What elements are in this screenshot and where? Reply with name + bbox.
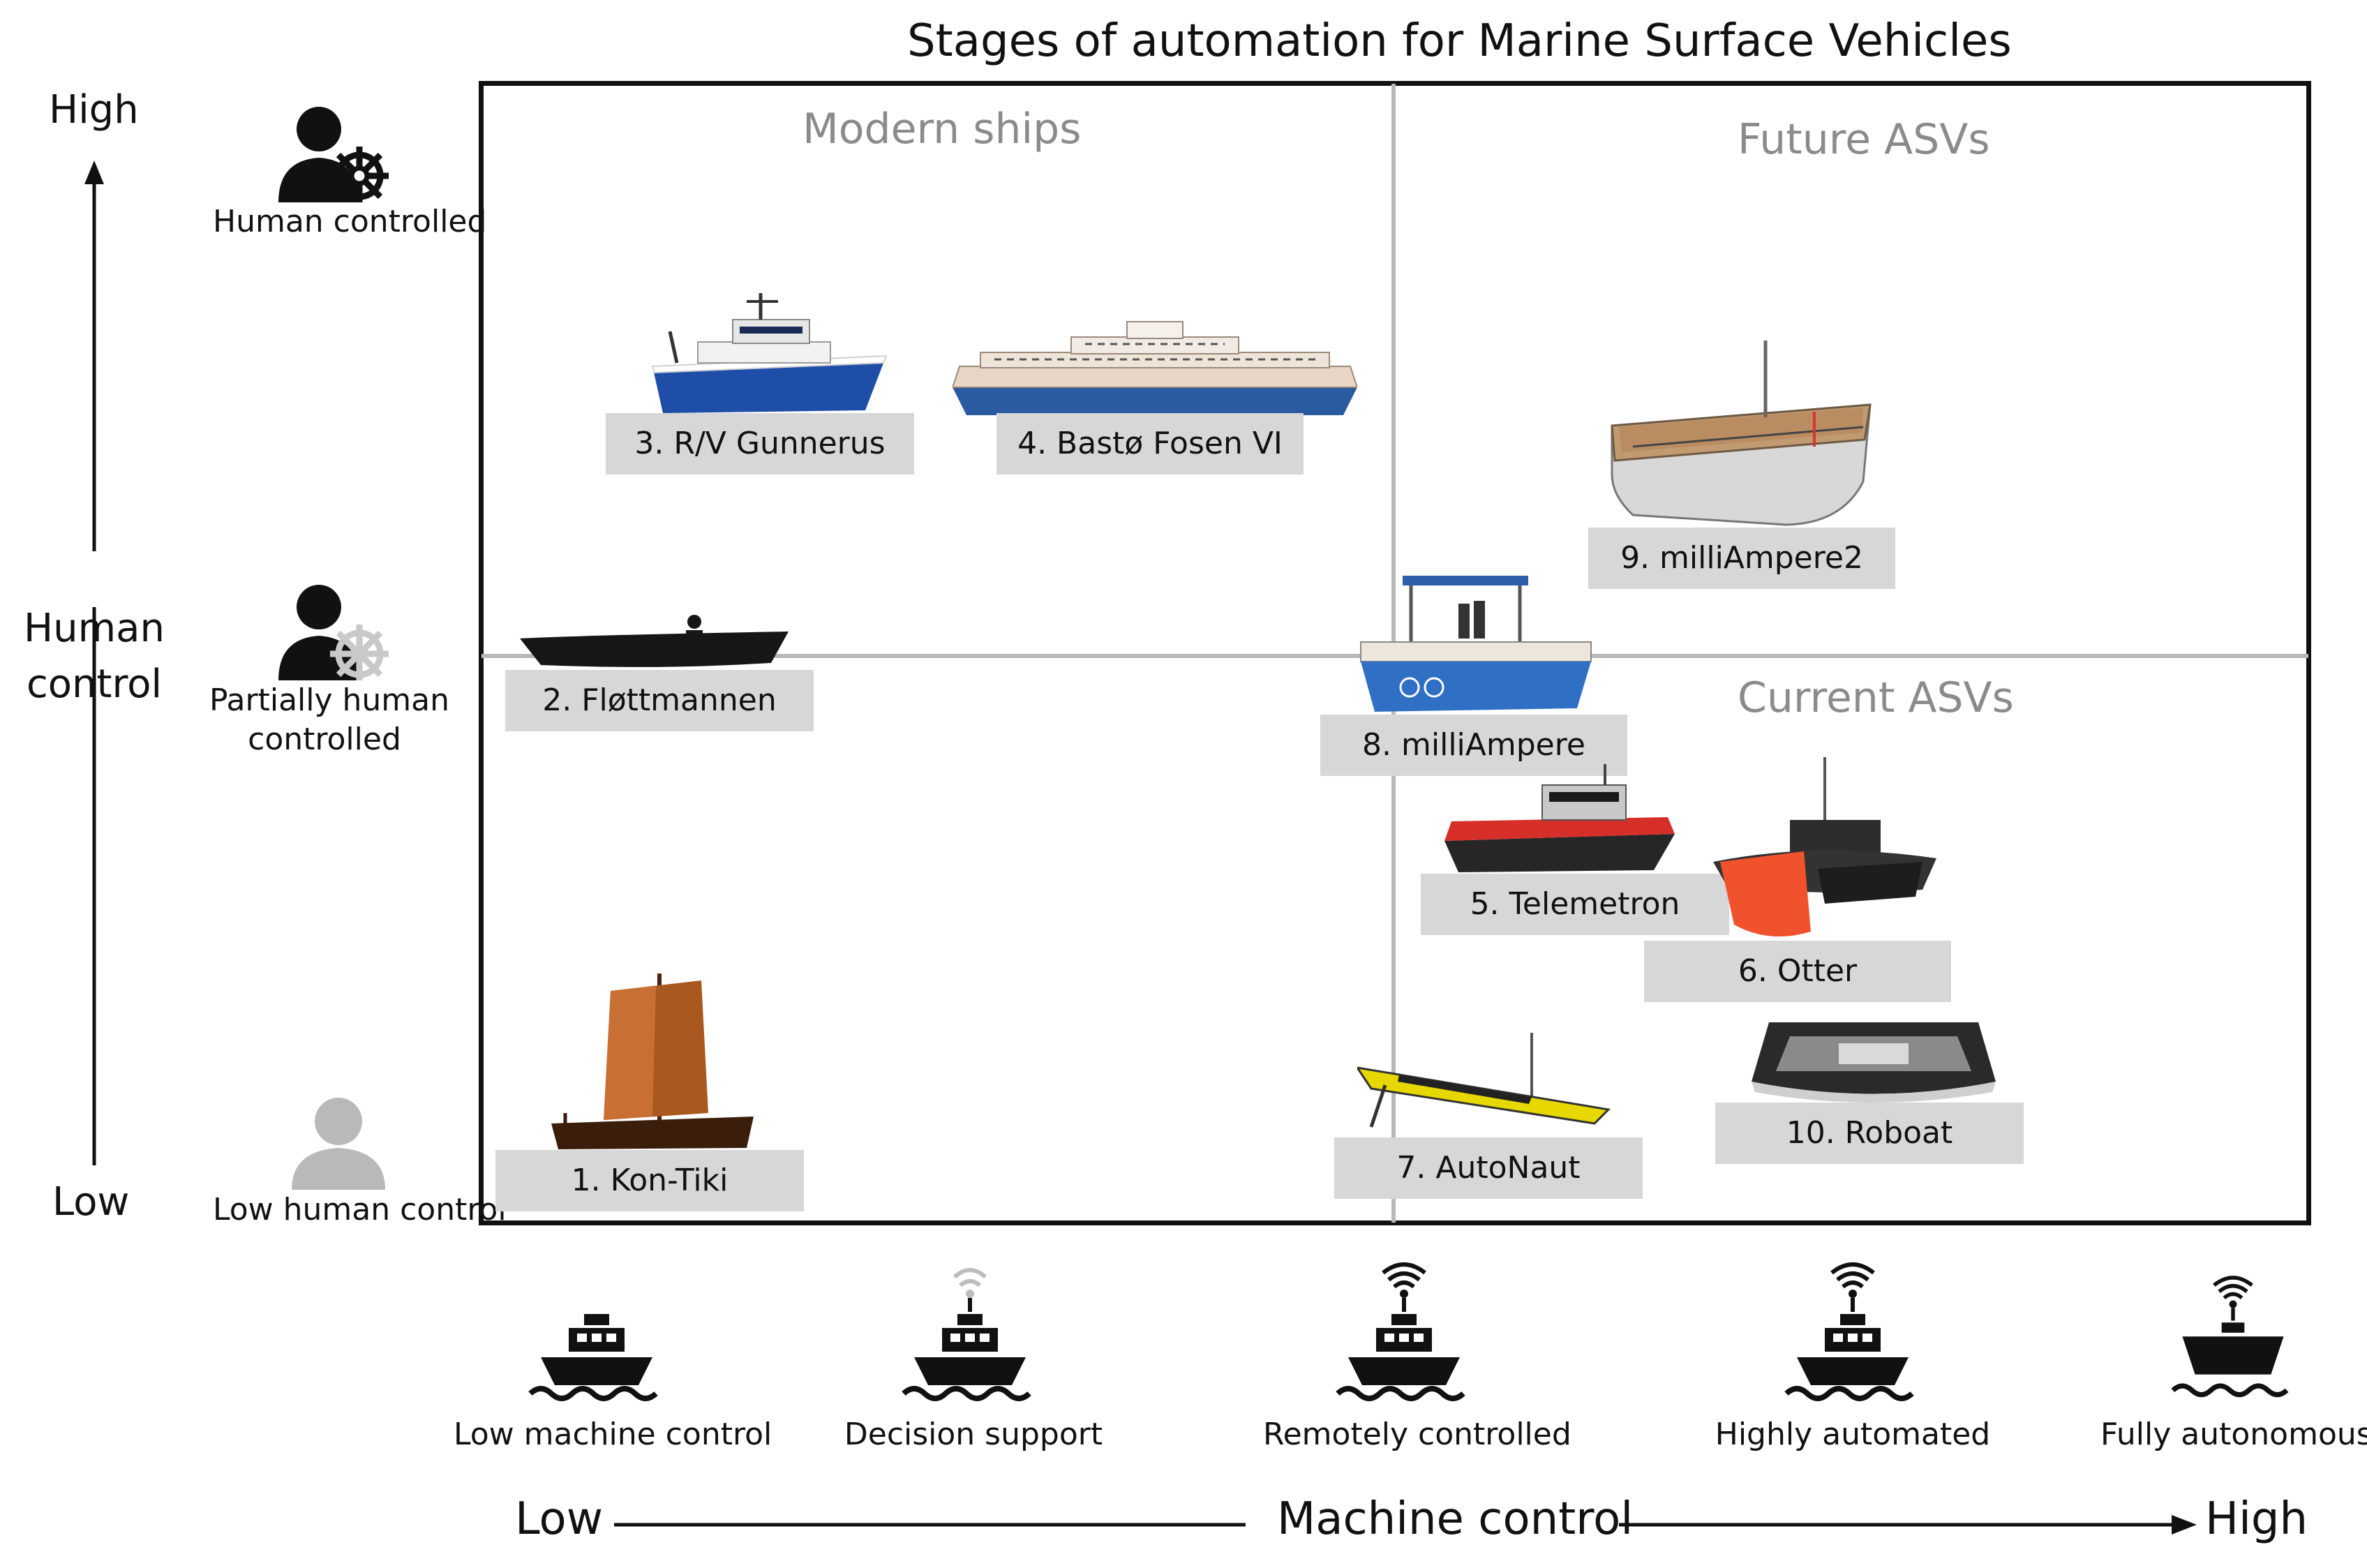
- vessel-label-flottmannen: 2. Fløttmannen: [505, 670, 814, 731]
- kon-tiki-raft-image: [551, 973, 754, 1149]
- fully-autonomous-ship-icon: [2171, 1276, 2289, 1398]
- machine-level-fully: Fully autonomous: [2100, 1417, 2367, 1452]
- remotely-controlled-ship-icon: [1336, 1262, 1465, 1401]
- level-human-controlled: Human controlled: [213, 204, 487, 239]
- gunnerus-ship-image: [651, 293, 888, 413]
- vessel-label-gunnerus: 3. R/V Gunnerus: [606, 413, 914, 475]
- y-axis-low: Low: [52, 1179, 130, 1225]
- x-axis-low: Low: [515, 1493, 604, 1545]
- autonaut-asv-image: [1357, 1033, 1611, 1128]
- vessel-label-milliampere: 8. milliAmpere: [1320, 715, 1627, 776]
- level-partially-line2: controlled: [248, 722, 401, 757]
- vessel-label-milliampere2: 9. milliAmpere2: [1588, 528, 1895, 589]
- telemetron-boat-image: [1444, 764, 1675, 872]
- partially-human-controlled-icon: [278, 585, 389, 680]
- level-partially-line1: Partially human: [209, 682, 450, 718]
- human-controlled-icon: [278, 107, 389, 202]
- vessel-label-kon-tiki: 1. Kon-Tiki: [495, 1150, 804, 1211]
- automation-matrix-frame: [479, 81, 2311, 1225]
- milliampere-ferry-image: [1360, 576, 1592, 712]
- decision-support-ship-icon: [902, 1268, 1031, 1401]
- otter-asv-image: [1713, 757, 1936, 937]
- x-axis-label: Machine control: [1277, 1493, 1634, 1545]
- vessel-label-telemetron: 5. Telemetron: [1421, 874, 1729, 935]
- milliampere2-ferry-image: [1611, 341, 1872, 526]
- quadrant-current-asvs: Current ASVs: [1738, 673, 2014, 722]
- vessel-label-autonaut: 7. AutoNaut: [1334, 1137, 1643, 1199]
- low-human-control-icon: [292, 1098, 385, 1190]
- machine-level-remote: Remotely controlled: [1263, 1417, 1571, 1452]
- roboat-image: [1752, 1022, 1996, 1103]
- x-axis-high: High: [2205, 1493, 2308, 1545]
- machine-level-highly: Highly automated: [1715, 1417, 1991, 1452]
- machine-level-low: Low machine control: [454, 1417, 772, 1452]
- y-axis-arrow: [84, 160, 104, 1165]
- diagram-title: Stages of automation for Marine Surface …: [907, 15, 2012, 67]
- flottmannen-boat-image: [520, 615, 789, 667]
- y-axis-high: High: [49, 87, 139, 133]
- low-machine-control-ship-icon: [528, 1314, 658, 1401]
- quadrant-modern-ships: Modern ships: [802, 105, 1082, 154]
- vessel-label-basto-fosen: 4. Bastø Fosen VI: [996, 413, 1304, 475]
- quadrant-future-asvs: Future ASVs: [1738, 115, 1990, 164]
- basto-fosen-ferry-image: [953, 321, 1357, 415]
- highly-automated-ship-icon: [1784, 1262, 1914, 1401]
- x-axis-arrow: [614, 1515, 2197, 1535]
- y-axis-label-line2: control: [26, 662, 163, 707]
- vessel-label-roboat: 10. Roboat: [1715, 1103, 2024, 1164]
- vessel-label-otter: 6. Otter: [1644, 941, 1951, 1002]
- machine-level-decision: Decision support: [844, 1417, 1103, 1452]
- y-axis-label-line1: Human: [24, 606, 165, 651]
- level-low-human-control: Low human control: [213, 1192, 507, 1227]
